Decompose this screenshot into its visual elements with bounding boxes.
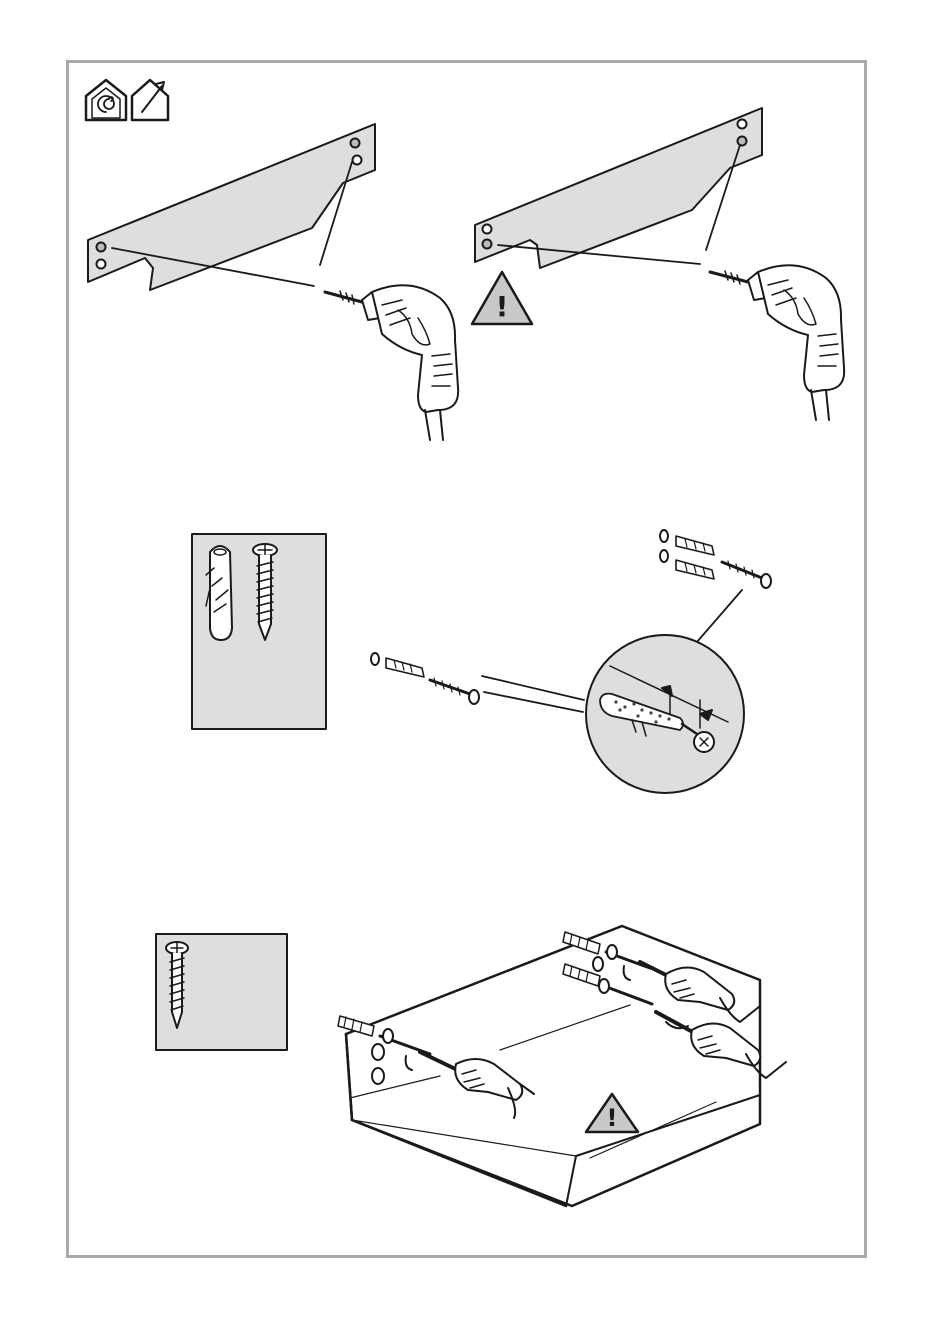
warning-mark: ! [607,1104,618,1132]
drill-icon [325,285,458,440]
plug-depth-detail [482,590,744,793]
drill-icon [710,265,844,420]
mode-icons [86,80,168,120]
hood-recirculation-icon [86,80,126,120]
parts-box-screw [156,934,287,1050]
wall-plugs-and-screws-right [660,530,771,588]
wall-plug-and-screw-left [371,653,479,704]
hood-outside-venting-icon [132,80,168,120]
parts-box-plug-screw [192,534,326,729]
warning-mark: ! [496,290,509,323]
cooker-hood-body [346,926,760,1206]
mounting-bracket-left [88,124,375,290]
wall-plug-icon [206,546,232,640]
warning-triangle-icon: ! [472,272,532,324]
mounting-bracket-right [475,108,762,268]
